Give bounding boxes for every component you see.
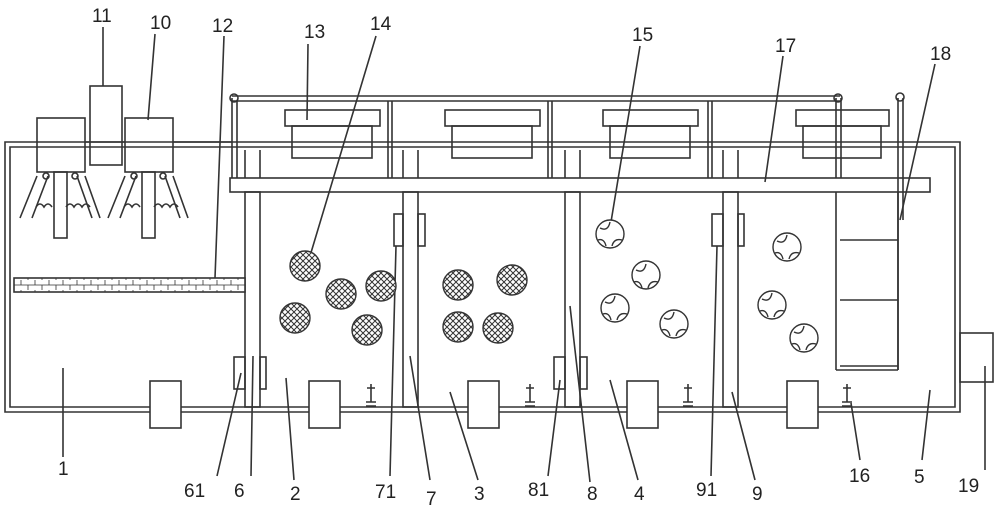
label-3: 3 <box>474 484 485 505</box>
label-12: 12 <box>212 16 233 37</box>
label-10: 10 <box>150 13 171 34</box>
label-9: 9 <box>752 484 763 505</box>
ladder <box>835 192 899 371</box>
label-15: 15 <box>632 25 653 46</box>
label-11: 11 <box>92 6 112 27</box>
partition-9 <box>722 191 739 408</box>
label-5: 5 <box>914 467 925 488</box>
tank-inner-outline <box>9 146 956 408</box>
crusher-left <box>36 117 86 173</box>
label-61: 61 <box>184 481 205 502</box>
label-6: 6 <box>234 481 245 502</box>
label-7: 7 <box>426 489 437 510</box>
crusher-motor <box>89 85 123 166</box>
label-14: 14 <box>370 14 392 35</box>
label-13: 13 <box>304 22 325 43</box>
tank-outline <box>4 141 961 413</box>
left-pulley <box>229 93 239 103</box>
cross-beam <box>229 177 931 193</box>
label-17: 17 <box>775 36 796 57</box>
label-19: 19 <box>958 476 979 497</box>
filter-screen <box>13 277 246 293</box>
label-16: 16 <box>849 466 870 487</box>
partition-8 <box>564 191 581 408</box>
top-rail <box>232 95 840 102</box>
label-2: 2 <box>290 484 301 505</box>
crusher-right <box>124 117 174 173</box>
label-1: 1 <box>58 459 69 480</box>
right-pulley <box>833 93 843 103</box>
frame-left-leg <box>231 98 238 178</box>
label-18: 18 <box>930 44 951 65</box>
outlet-box <box>959 332 994 383</box>
label-81: 81 <box>528 480 549 501</box>
label-71: 71 <box>375 482 396 503</box>
label-8: 8 <box>587 484 598 505</box>
partition-7 <box>402 191 419 408</box>
label-4: 4 <box>634 484 645 505</box>
label-91: 91 <box>696 480 717 501</box>
